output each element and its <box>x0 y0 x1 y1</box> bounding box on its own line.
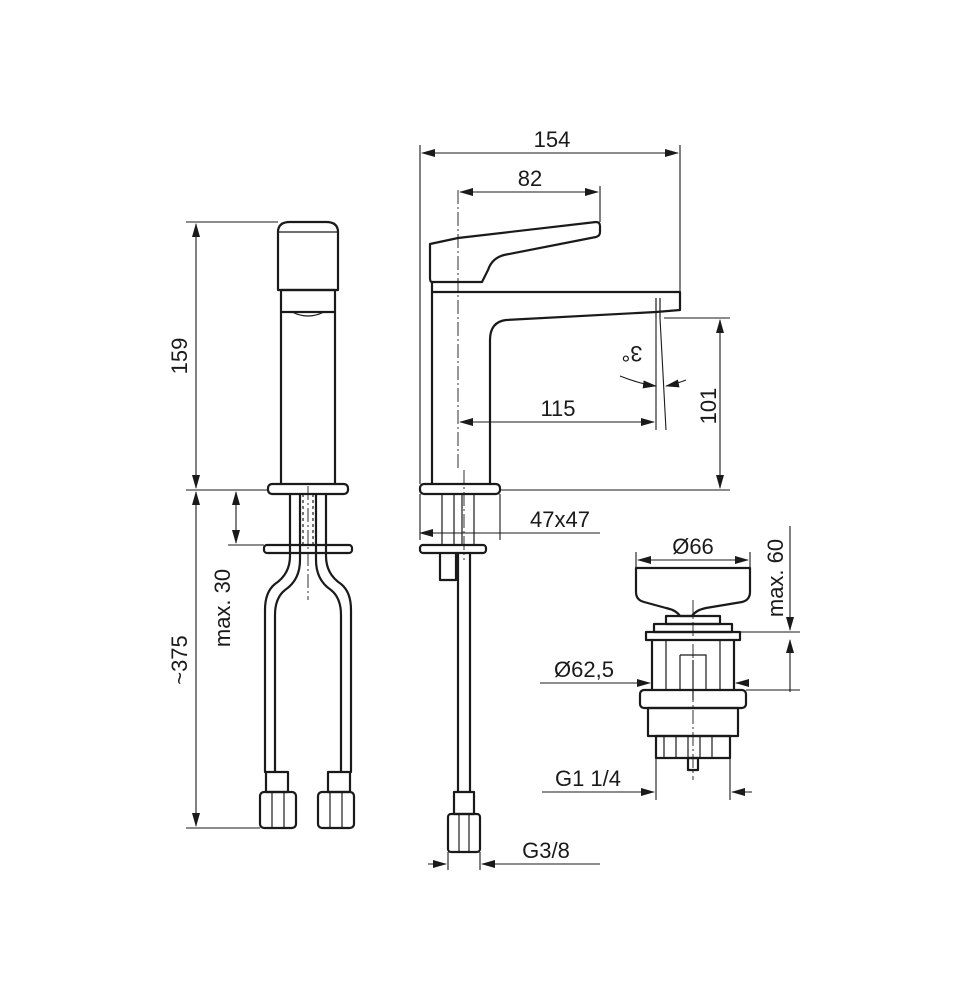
dim-spout-reach: 115 <box>540 396 575 421</box>
side-dimensions: 154 82 115 101 3° 47x47 G3/8 <box>419 127 730 870</box>
dim-overall-length: 154 <box>534 127 571 152</box>
front-hose-right <box>314 492 343 774</box>
side-hose <box>456 551 472 794</box>
dim-hose-thread: G3/8 <box>522 838 570 863</box>
waste-dimensions: Ø66 max. 60 Ø62,5 G1 1/4 <box>540 526 800 800</box>
front-collar <box>279 288 337 314</box>
dim-hose-length: ~375 <box>167 635 192 685</box>
dim-deck-thickness: max. 30 <box>210 569 235 647</box>
dim-body-height: 159 <box>167 338 192 375</box>
side-body-spout <box>430 280 682 486</box>
dim-waste-cap-diameter: Ø66 <box>672 534 714 559</box>
dim-spout-angle: 3° <box>621 341 642 366</box>
front-view <box>258 220 356 830</box>
front-hose-nut-left <box>258 790 298 830</box>
side-lever <box>428 220 602 284</box>
side-base-rosette <box>418 482 502 496</box>
dim-waste-height: max. 60 <box>763 539 788 617</box>
dim-waste-thread: G1 1/4 <box>555 766 621 791</box>
side-fixing-plate <box>418 543 488 555</box>
front-hose-nut-right <box>316 790 356 830</box>
side-hose-nut <box>446 812 482 854</box>
dim-rosette-size: 47x47 <box>530 507 590 532</box>
front-body <box>279 310 337 486</box>
waste-body <box>650 638 736 692</box>
waste-valve <box>634 566 752 780</box>
side-view <box>418 190 682 854</box>
front-dimensions: 159 ~375 max. 30 <box>167 221 278 829</box>
front-lever-head <box>276 220 340 292</box>
dim-spout-height: 101 <box>696 388 721 425</box>
dim-waste-body-diameter: Ø62,5 <box>554 657 614 682</box>
front-hose-left <box>273 492 302 774</box>
dim-lever-length: 82 <box>518 166 542 191</box>
